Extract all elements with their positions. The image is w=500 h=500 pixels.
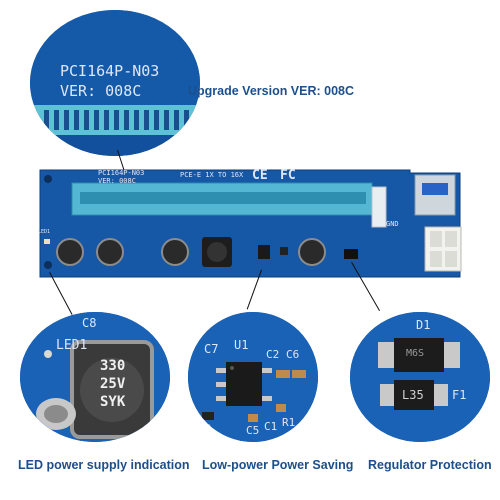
zoom-top-model-label: PCI164P-N03 [60, 62, 160, 80]
zoom-middle-r1-label: R1 [282, 416, 296, 429]
zoom-middle-u1-label: U1 [234, 338, 249, 352]
zoom-circle-middle: C7 U1 C2 C6 R3 C5 C1 R1 [188, 312, 318, 442]
board-led-label: LED1 [38, 229, 51, 235]
zoom-middle-c6-label: C6 [286, 348, 300, 361]
zoom-left-cap-line-2: 25V [100, 376, 126, 392]
caption-upgrade-version: Upgrade Version VER: 008C [188, 84, 355, 98]
fc-mark: FC [280, 168, 296, 183]
zoom-right-d1-label: D1 [416, 318, 431, 332]
ce-mark: CE [252, 168, 268, 183]
zoom-right-fuse-text: L35 [402, 388, 424, 402]
caption-led-indication: LED power supply indication [18, 458, 190, 472]
zoom-right-graphic [350, 312, 490, 442]
board-version-label: VER: 008C [98, 177, 136, 185]
board-slot-label: PCE-E 1X TO 16X [180, 171, 244, 179]
zoom-left-graphic [20, 312, 170, 442]
zoom-top-version-label: VER: 008C [60, 82, 142, 100]
zoom-right-diode-text: M6S [406, 348, 425, 359]
zoom-middle-c1-label: C1 [264, 420, 278, 433]
caption-regulator-protection: Regulator Protection [368, 458, 492, 472]
zoom-middle-c5-label: C5 [246, 424, 260, 437]
zoom-circle-left: LED1 C8 330 25V SYK [20, 312, 170, 442]
zoom-middle-graphic [188, 312, 318, 442]
caption-low-power: Low-power Power Saving [202, 458, 354, 472]
gnd-label: GND [386, 220, 399, 228]
board-model-label: PCI164P-N03 [98, 169, 145, 177]
zoom-middle-r3-label: R3 [198, 422, 212, 435]
zoom-left-c8-label: C8 [82, 316, 97, 330]
riser-board: PCI164P-N03 VER: 008C PCE-E 1X TO 16X CE… [30, 165, 475, 280]
zoom-middle-c2-label: C2 [266, 348, 280, 361]
zoom-right-f1-label: F1 [452, 388, 467, 402]
zoom-left-led-label: LED1 [56, 338, 88, 353]
riser-board-graphic [39, 169, 462, 278]
zoom-middle-c7-label: C7 [204, 342, 219, 356]
zoom-circle-top: PCI164P-N03 VER: 008C [30, 10, 200, 156]
zoom-circle-right: D1 M6S L35 F1 [350, 312, 490, 442]
zoom-left-cap-line-3: SYK [100, 394, 126, 410]
zoom-left-cap-line-1: 330 [100, 358, 126, 374]
